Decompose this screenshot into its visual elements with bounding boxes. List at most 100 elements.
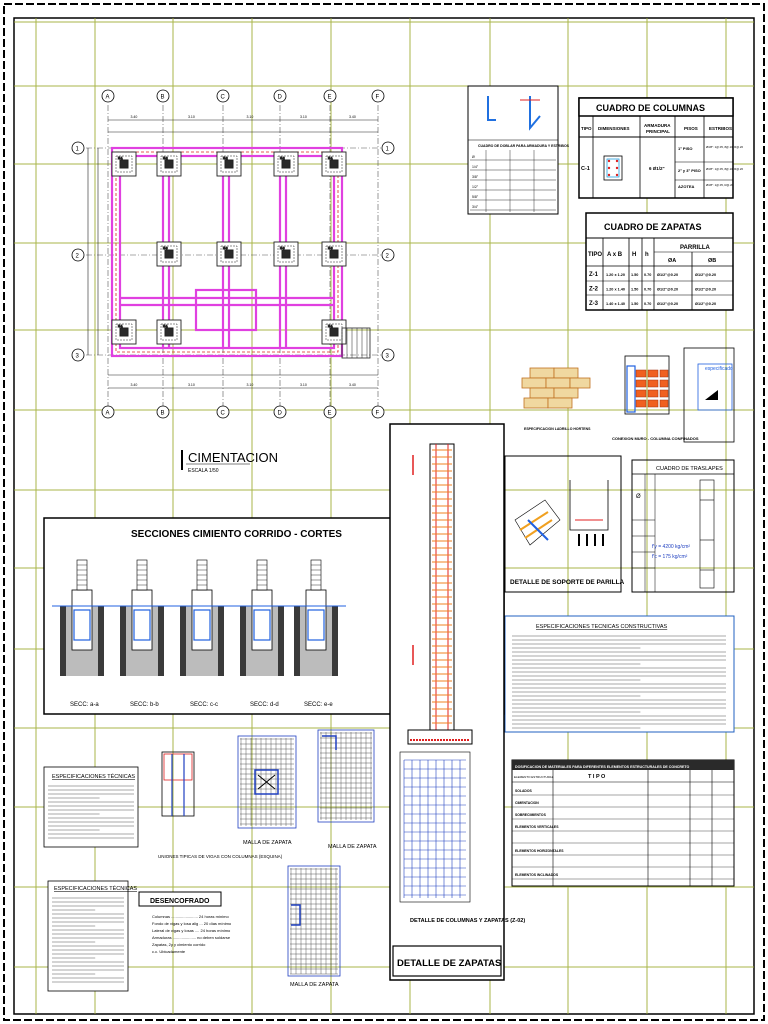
section-cut: SECC: b-b xyxy=(112,559,172,708)
axis-label-B: B xyxy=(161,411,165,417)
hook-table: CUADRO DE DOBLAR PARA ARMADURA Y ESTRIBO… xyxy=(467,85,570,215)
section-label: SECC: d-d xyxy=(250,702,279,708)
specs-title-3: ESPECIFICACIONES TÉCNICAS xyxy=(54,885,137,892)
hook-row-label: 1/2" xyxy=(472,185,479,189)
column-table-title: CUADRO DE COLUMNAS xyxy=(596,103,705,113)
footing-subheader-b: ØB xyxy=(708,258,716,264)
desencofrado-line: Zapatas, 2y y cimiento corrido xyxy=(152,942,206,947)
footing-cell: Z-1 xyxy=(589,272,599,278)
bottom-dim: 3.40 xyxy=(349,383,356,387)
axis-label-A: A xyxy=(106,411,110,417)
footing-cell: 1.50 xyxy=(631,302,638,306)
axis-label-D: D xyxy=(278,95,283,101)
materials-row: SOBRECIMIENTOS xyxy=(515,813,547,817)
desencofrado-line: Fondo de vigas y losa alig ... 20 días m… xyxy=(152,921,232,926)
footing: Z-1 xyxy=(321,151,347,177)
ladrillo-detail: ESPECIFICACION LADRILLO HORTENS xyxy=(521,367,591,431)
footing-label: Z-1 xyxy=(163,324,168,328)
top-dim: 3.10 xyxy=(247,115,254,119)
section-cut: SECC: c-c xyxy=(172,559,232,708)
footing-cell: Ø1/2"@0.20 xyxy=(657,273,678,277)
fc-value: f'c = 175 kg/cm² xyxy=(652,554,688,560)
axis-label-C: C xyxy=(221,95,226,101)
fy-value: f'y = 4200 kg/cm² xyxy=(652,544,690,550)
specified-label: especificado xyxy=(705,366,733,372)
plan-scale: ESCALA 1/50 xyxy=(188,468,219,474)
footing-cell: Ø1/2"@0.20 xyxy=(657,302,678,306)
uniones-caption: UNIONES TIPICAS DE VIGAS CON COLUMNAS (E… xyxy=(158,854,283,859)
footing: Z-2 xyxy=(216,151,242,177)
zapatas-detail-title: DETALLE DE ZAPATAS xyxy=(397,958,501,969)
hook-table-title: CUADRO DE DOBLAR PARA ARMADURA Y ESTRIBO… xyxy=(478,144,570,148)
axis-label-F: F xyxy=(376,411,380,417)
hook-row-label: 5/8" xyxy=(472,195,479,199)
axis-label-1: 1 xyxy=(76,147,80,153)
muro-columna-detail: CONEXION MURO - COLUMNA CONFINADOS xyxy=(612,355,699,441)
column-header: ESTRIBOS xyxy=(709,126,732,131)
footing-cell: 1.40 x 1.40 xyxy=(606,302,625,306)
traslapes-title: CUADRO DE TRASLAPES xyxy=(656,466,723,472)
specs-title-1: ESPECIFICACIONES TECNICAS CONSTRUCTIVAS xyxy=(536,624,668,630)
column-row-piso: 2° y 3° PISO xyxy=(678,168,701,173)
footing: Z-2 xyxy=(273,151,299,177)
svg-text:Ø: Ø xyxy=(636,494,641,500)
desencofrado-line: c.c. Ubicadamente xyxy=(152,949,186,954)
column-header: TIPO xyxy=(581,126,592,131)
section-label: SECC: e-e xyxy=(304,702,333,708)
malla2-caption: MALLA DE ZAPATA xyxy=(328,844,377,850)
plan-title: CIMENTACION xyxy=(188,450,278,465)
bottom-dim: 3.40 xyxy=(131,383,138,387)
footing-header: A x B xyxy=(607,252,623,258)
footing-label: Z-3 xyxy=(280,246,285,250)
axis-label-1-right: 1 xyxy=(386,147,390,153)
column-type: C-1 xyxy=(581,166,590,172)
desencofrado-line: Columnas ........................ 24 hor… xyxy=(152,914,229,919)
footing-table-title: CUADRO DE ZAPATAS xyxy=(604,222,702,232)
column-row-estribos: Ø3/8": 1@.05, 8@.10, R@.20 xyxy=(706,145,743,149)
axis-label-E: E xyxy=(328,95,332,101)
desencofrado-title: DESENCOFRADO xyxy=(150,898,210,905)
top-dim: 3.40 xyxy=(349,115,356,119)
axis-label-B: B xyxy=(161,95,165,101)
desencofrado-line: Armaduras ..................... no deben… xyxy=(152,935,231,940)
axis-label-2-right: 2 xyxy=(386,254,390,260)
top-dim: 3.10 xyxy=(300,115,307,119)
column-header: DIMENSIONES xyxy=(598,126,630,131)
specs-tecnicas-box-2: ESPECIFICACIONES TÉCNICAS xyxy=(47,880,137,992)
axis-label-2: 2 xyxy=(76,254,80,260)
footing-cell: Z-3 xyxy=(589,301,599,307)
footing-cell: 1.20 x 1.40 xyxy=(606,288,625,292)
section-cut: SECC: e-e xyxy=(286,559,346,708)
footing-label: Z-3 xyxy=(163,246,168,250)
footing: Z-3 xyxy=(156,241,182,267)
materials-row: ELEMENTOS VERTICALES xyxy=(515,825,559,829)
footing-label: Z-1 xyxy=(118,324,123,328)
footing-label: Z-1 xyxy=(328,156,333,160)
column-row-piso: 1° PISO xyxy=(678,146,693,151)
section-cut: SECC: a-a xyxy=(52,559,112,708)
footing-header: TIPO xyxy=(588,252,602,258)
footing-cell: 0.70 xyxy=(644,273,651,277)
materials-h0: ELEMENTO ESTRUCTURAL xyxy=(514,775,554,779)
top-dim: 3.10 xyxy=(188,115,195,119)
footing-cell: 0.70 xyxy=(644,302,651,306)
materials-row: CIMENTACION xyxy=(515,801,539,805)
footing-label: Z-2 xyxy=(223,156,228,160)
sheet-border-outer xyxy=(3,3,765,1021)
bottom-dim: 3.10 xyxy=(247,383,254,387)
malla3-caption: MALLA DE ZAPATA xyxy=(290,982,339,988)
axis-label-C: C xyxy=(221,411,226,417)
axis-label-E: E xyxy=(328,411,332,417)
footing-cell: Ø1/2"@0.20 xyxy=(695,273,716,277)
section-label: SECC: a-a xyxy=(70,702,99,708)
columnas-zapatas-caption-1: DETALLE DE COLUMNAS Y ZAPATAS (Z-02) xyxy=(410,918,525,924)
footing-cell: 1.50 xyxy=(631,288,638,292)
specs-constructivas: ESPECIFICACIONES TECNICAS CONSTRUCTIVAS xyxy=(504,615,735,733)
malla-zapata-2: MALLA DE ZAPATA xyxy=(317,729,377,850)
footing: Z-1 xyxy=(156,319,182,345)
column-row-estribos: Ø3/8": 1@.05, R@.20 xyxy=(706,183,734,187)
axis-label-D: D xyxy=(278,411,283,417)
column-table: CUADRO DE COLUMNAS TIPO DIMENSIONES ARMADU… xyxy=(578,97,743,199)
footing-label: Z-3 xyxy=(223,246,228,250)
